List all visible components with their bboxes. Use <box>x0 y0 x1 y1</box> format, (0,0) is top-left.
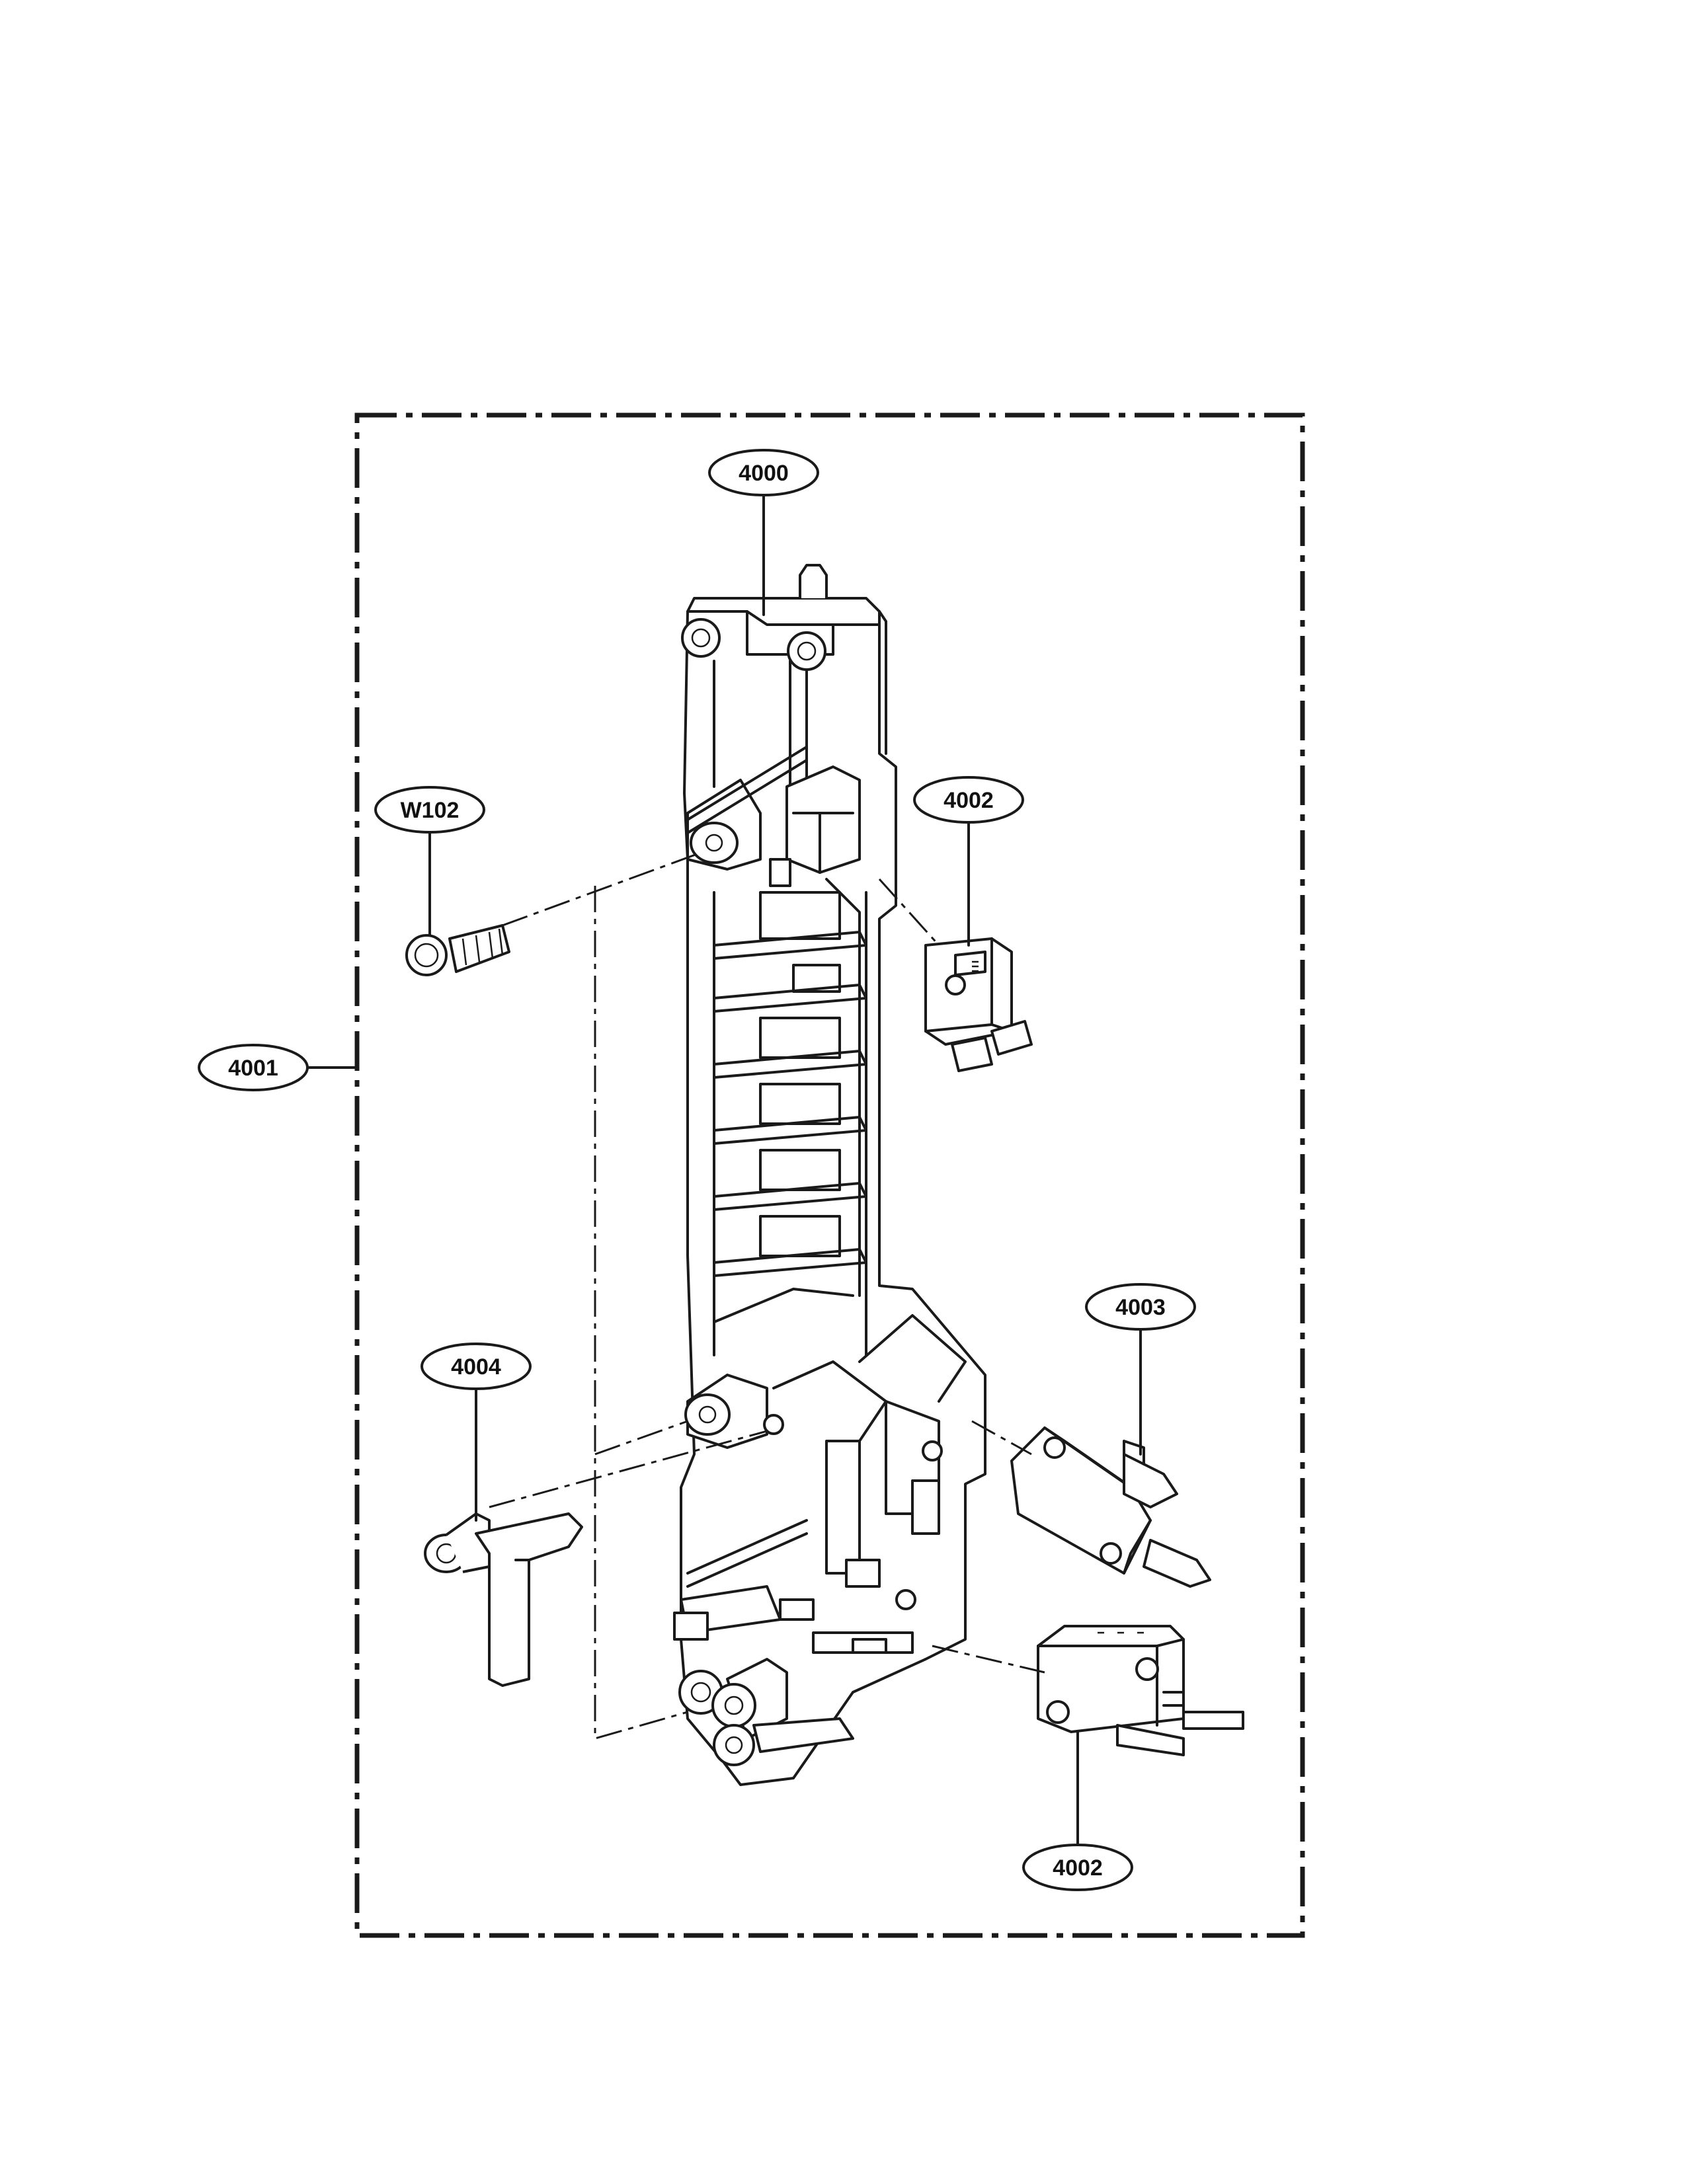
latch-board <box>673 564 986 1786</box>
callout-4002-top: 4002 <box>913 776 1024 824</box>
svg-text:4003: 4003 <box>1115 1295 1166 1320</box>
callout-4001: 4001 <box>198 1044 309 1091</box>
callout-w102: W102 <box>374 786 485 834</box>
svg-text:4002: 4002 <box>1053 1855 1103 1881</box>
micro-switch-middle <box>1010 1426 1211 1588</box>
svg-text:4002: 4002 <box>943 788 994 813</box>
leader-lines <box>306 494 1142 1846</box>
svg-text:W102: W102 <box>401 798 460 823</box>
callout-4004: 4004 <box>421 1343 532 1390</box>
ladder-ribs <box>713 891 867 1356</box>
callout-4003: 4003 <box>1085 1283 1196 1331</box>
svg-text:4004: 4004 <box>451 1354 501 1380</box>
callout-4000: 4000 <box>708 449 819 496</box>
callout-4002-bottom: 4002 <box>1022 1844 1133 1891</box>
micro-switch-top <box>924 937 1033 1072</box>
assembly-frame <box>354 412 1305 1938</box>
micro-switch-bottom <box>1037 1625 1244 1756</box>
assembly-guide-lines <box>489 851 1045 1740</box>
screw-w102 <box>405 924 510 976</box>
svg-text:4000: 4000 <box>739 461 789 486</box>
lever-4004 <box>424 1512 583 1687</box>
svg-text:4001: 4001 <box>228 1056 278 1081</box>
